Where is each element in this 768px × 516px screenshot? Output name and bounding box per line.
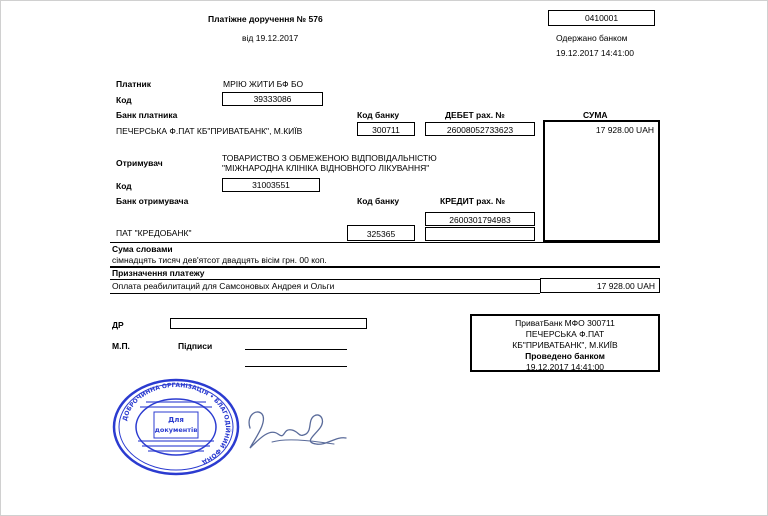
- recipient-bank-label: Банк отримувача: [116, 196, 189, 206]
- credit-account: 2600301794983: [449, 215, 511, 225]
- payer-bank-name: ПЕЧЕРСЬКА Ф.ПАТ КБ"ПРИВАТБАНК", М.КИЇВ: [116, 126, 303, 136]
- signatures-label: Підписи: [178, 341, 213, 351]
- recipient-bank-code: 325365: [366, 229, 396, 239]
- payer-bank-label: Банк платника: [116, 110, 178, 120]
- received-datetime: 19.12.2017 14:41:00: [556, 48, 634, 58]
- sum-box: 17 928.00 UAH: [543, 120, 660, 242]
- debit-account: 26008052733623: [446, 125, 514, 135]
- debit-label: ДЕБЕТ рах. №: [445, 110, 505, 120]
- recipient-label: Отримувач: [116, 158, 163, 168]
- bank-stamp-line3: КБ"ПРИВАТБАНК", М.КИЇВ: [512, 340, 618, 350]
- handwritten-signature: [248, 411, 347, 449]
- mp-label: М.П.: [112, 341, 130, 351]
- payer-code-box: 39333086: [222, 92, 323, 106]
- recipient-name-line1: ТОВАРИСТВО З ОБМЕЖЕНОЮ ВІДПОВІДАЛЬНІСТЮ: [222, 153, 437, 163]
- section-divider: [110, 279, 660, 280]
- organization-seal: ДОБРОЧИННА ОРГАНІЗАЦІЯ • БЛАГОДІЙНИЙ ФОН…: [112, 378, 240, 476]
- recipient-bank-name: ПАТ "КРЕДОБАНК": [116, 228, 192, 238]
- payer-label: Платник: [116, 79, 152, 89]
- credit-account-empty-box: [425, 227, 535, 241]
- purpose-text: Оплата реабилитаций для Самсоновых Андре…: [112, 281, 335, 291]
- payer-name: МРІЮ ЖИТИ БФ БО: [223, 79, 304, 89]
- payer-bank-code: 300711: [372, 125, 400, 135]
- sum-label: СУМА: [583, 110, 608, 120]
- section-divider: [110, 293, 540, 294]
- payer-code: 39333086: [253, 94, 292, 104]
- words-label: Сума словами: [112, 244, 173, 254]
- recipient-bank-code-label: Код банку: [357, 196, 400, 206]
- purpose-amount-box: 17 928.00 UAH: [540, 278, 660, 293]
- seal-center-line1: Для: [168, 416, 184, 424]
- recipient-bank-code-box: 325365: [347, 225, 415, 241]
- purpose-label: Призначення платежу: [112, 268, 205, 278]
- signature-line-2: [245, 366, 347, 367]
- recipient-code: 31003551: [252, 180, 290, 190]
- form-code: 0410001: [584, 13, 619, 23]
- bank-stamp-line1: ПриватБанк МФО 300711: [515, 318, 615, 328]
- credit-label: КРЕДИТ рах. №: [440, 196, 506, 206]
- recipient-code-box: 31003551: [222, 178, 320, 192]
- words-text: сімнадцять тисяч дев'ятсот двадцять вісі…: [112, 255, 327, 265]
- payer-bank-code-label: Код банку: [357, 110, 400, 120]
- recipient-name-line2: "МІЖНАРОДНА КЛІНІКА ВІДНОВНОГО ЛІКУВАННЯ…: [222, 163, 430, 173]
- sum-amount: 17 928.00 UAH: [595, 125, 654, 135]
- document-title: Платіжне доручення № 576: [208, 14, 323, 24]
- bank-stamp-line4: Проведено банком: [525, 351, 605, 361]
- bank-stamp-line2: ПЕЧЕРСЬКА Ф.ПАТ: [525, 329, 605, 339]
- signature-line-1: [245, 349, 347, 350]
- bank-stamp-line5: 19.12.2017 14:41:00: [526, 362, 604, 372]
- bank-stamp: ПриватБанк МФО 300711 ПЕЧЕРСЬКА Ф.ПАТ КБ…: [470, 314, 660, 372]
- section-divider: [110, 242, 660, 243]
- seal-center-line2: документів: [155, 426, 198, 434]
- dr-label: ДР: [112, 320, 124, 330]
- payer-bank-code-box: 300711: [357, 122, 415, 136]
- recipient-code-label: Код: [116, 181, 132, 191]
- dr-field: [170, 318, 367, 329]
- form-code-box: 0410001: [548, 10, 655, 26]
- purpose-amount: 17 928.00 UAH: [596, 281, 655, 291]
- document-date: від 19.12.2017: [242, 33, 299, 43]
- credit-account-box: 2600301794983: [425, 212, 535, 226]
- section-divider: [110, 266, 660, 268]
- received-label: Одержано банком: [556, 33, 628, 43]
- debit-account-box: 26008052733623: [425, 122, 535, 136]
- payer-code-label: Код: [116, 95, 132, 105]
